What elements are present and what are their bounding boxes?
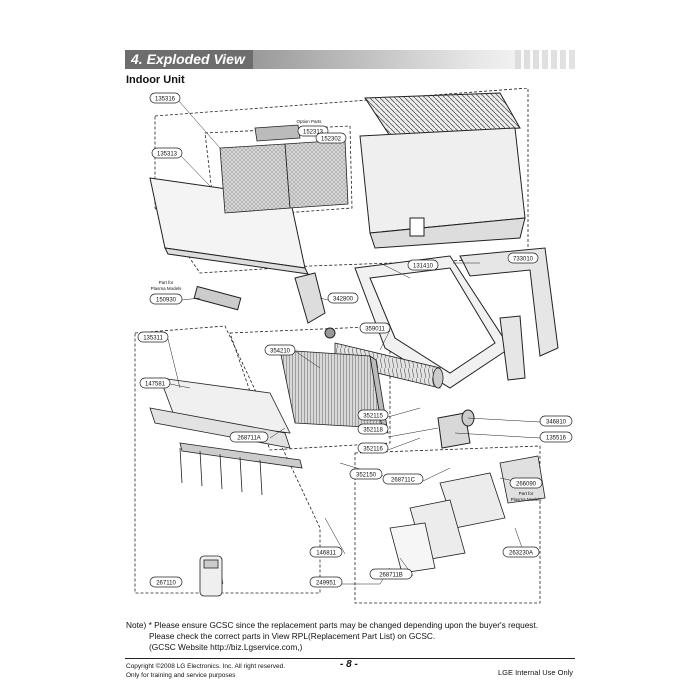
section-banner: 4. Exploded View — [125, 50, 575, 69]
left-assembly-box — [134, 325, 321, 594]
part-352118: 352118 — [363, 428, 383, 434]
control-box — [389, 455, 546, 574]
control-box-group — [354, 445, 541, 604]
callout-152302 — [315, 132, 347, 144]
callout-263230A — [502, 546, 540, 558]
installation-plate — [459, 247, 559, 381]
training-text: Only for training and service purposes — [126, 672, 236, 679]
callout-354210 — [264, 344, 296, 356]
banner-decoration — [515, 50, 575, 69]
part-733010: 733010 — [513, 257, 534, 263]
part-numbers: 135316 135313 152313 152302 131410 73301… — [143, 97, 566, 587]
evaporator — [279, 349, 389, 434]
rear-frame — [354, 255, 511, 389]
part-135516: 135516 — [546, 436, 567, 442]
bearing — [324, 327, 336, 339]
plasma-filter — [193, 285, 242, 311]
plasma-caption-line2: Plasma Models — [151, 286, 183, 291]
part-268711A: 268711A — [237, 436, 261, 442]
callout-150930 — [149, 293, 183, 305]
note-line-1: Note) * Please ensure GCSC since the rep… — [126, 620, 539, 630]
footer-divider — [125, 658, 575, 659]
copyright-text: Copyright ©2008 LG Electronics. Inc. All… — [126, 663, 286, 670]
part-352116: 352116 — [363, 447, 383, 453]
part-267110: 267110 — [156, 581, 176, 587]
callout-135316 — [149, 92, 181, 104]
plasma-caption-line3: Part for — [519, 491, 534, 496]
part-135316: 135316 — [155, 97, 176, 103]
plasma-caption-line4: Plasma Models — [511, 497, 543, 502]
plasma-caption-line1: Part for — [159, 280, 174, 285]
top-group-box — [154, 88, 529, 274]
callout-131410 — [407, 259, 439, 271]
callout-267110 — [149, 576, 183, 588]
drain-pan-assembly — [149, 377, 303, 496]
part-354210: 354210 — [270, 349, 291, 355]
part-135311: 135311 — [143, 336, 163, 342]
part-callouts — [137, 92, 573, 588]
page-title: 4. Exploded View — [131, 51, 245, 67]
motor-cover — [294, 272, 326, 324]
callout-135313 — [151, 147, 183, 159]
part-359011: 359011 — [365, 327, 385, 333]
diagram-captions: Option Parts Part for Plasma Models Part… — [151, 119, 543, 502]
callout-352115 — [357, 409, 389, 421]
part-268711C: 268711C — [391, 478, 416, 484]
callout-249951 — [309, 576, 343, 588]
note-line-3: (GCSC Website http://biz.Lgservice.com,) — [149, 642, 303, 652]
banner-gradient — [253, 50, 575, 69]
callout-135516 — [539, 431, 573, 443]
air-filters — [219, 124, 349, 214]
part-135313: 135313 — [157, 152, 178, 158]
callout-268711C — [382, 473, 424, 485]
callout-359011 — [359, 322, 391, 334]
part-268711B: 268711B — [379, 573, 403, 579]
fan-group-box — [229, 325, 391, 451]
callout-352116 — [357, 442, 389, 454]
part-146811: 146811 — [316, 551, 336, 557]
exploded-view-diagram: 135316 135313 152313 152302 131410 73301… — [134, 88, 573, 604]
option-parts-caption: Option Parts — [296, 119, 322, 124]
callout-352150 — [349, 468, 383, 480]
section-title: Indoor Unit — [126, 74, 185, 86]
internal-use-label: LGE Internal Use Only — [498, 668, 574, 677]
part-342800: 342800 — [333, 297, 354, 303]
callout-352118 — [357, 423, 389, 435]
banner-bar — [125, 50, 253, 69]
part-346810: 346810 — [546, 420, 567, 426]
indoor-chassis — [359, 92, 526, 249]
part-147581: 147581 — [145, 382, 166, 388]
callout-268711B — [369, 568, 413, 580]
part-352150: 352150 — [356, 473, 377, 479]
part-152302: 152302 — [321, 137, 342, 143]
callout-147581 — [139, 377, 171, 389]
part-266090: 266090 — [516, 482, 537, 488]
callout-266090 — [509, 477, 543, 489]
part-152313: 152313 — [303, 130, 324, 136]
part-263230A: 263230A — [509, 551, 533, 557]
replacement-note: Note) * Please ensure GCSC since the rep… — [126, 620, 586, 653]
part-352115: 352115 — [363, 414, 383, 420]
part-249951: 249951 — [316, 581, 337, 587]
part-150930: 150930 — [156, 298, 177, 304]
callout-146811 — [309, 546, 343, 558]
callout-135311 — [137, 331, 169, 343]
callout-342800 — [327, 292, 359, 304]
part-131410: 131410 — [413, 264, 434, 270]
footer-left: Copyright ©2008 LG Electronics. Inc. All… — [126, 662, 285, 680]
callout-733010 — [507, 252, 539, 264]
note-line-2: Please check the correct parts in View R… — [149, 631, 436, 641]
remote-control — [199, 555, 223, 597]
motor — [437, 412, 471, 449]
page-number: - 8 - — [340, 659, 358, 670]
callout-268711A — [229, 431, 269, 443]
callout-346810 — [539, 415, 573, 427]
